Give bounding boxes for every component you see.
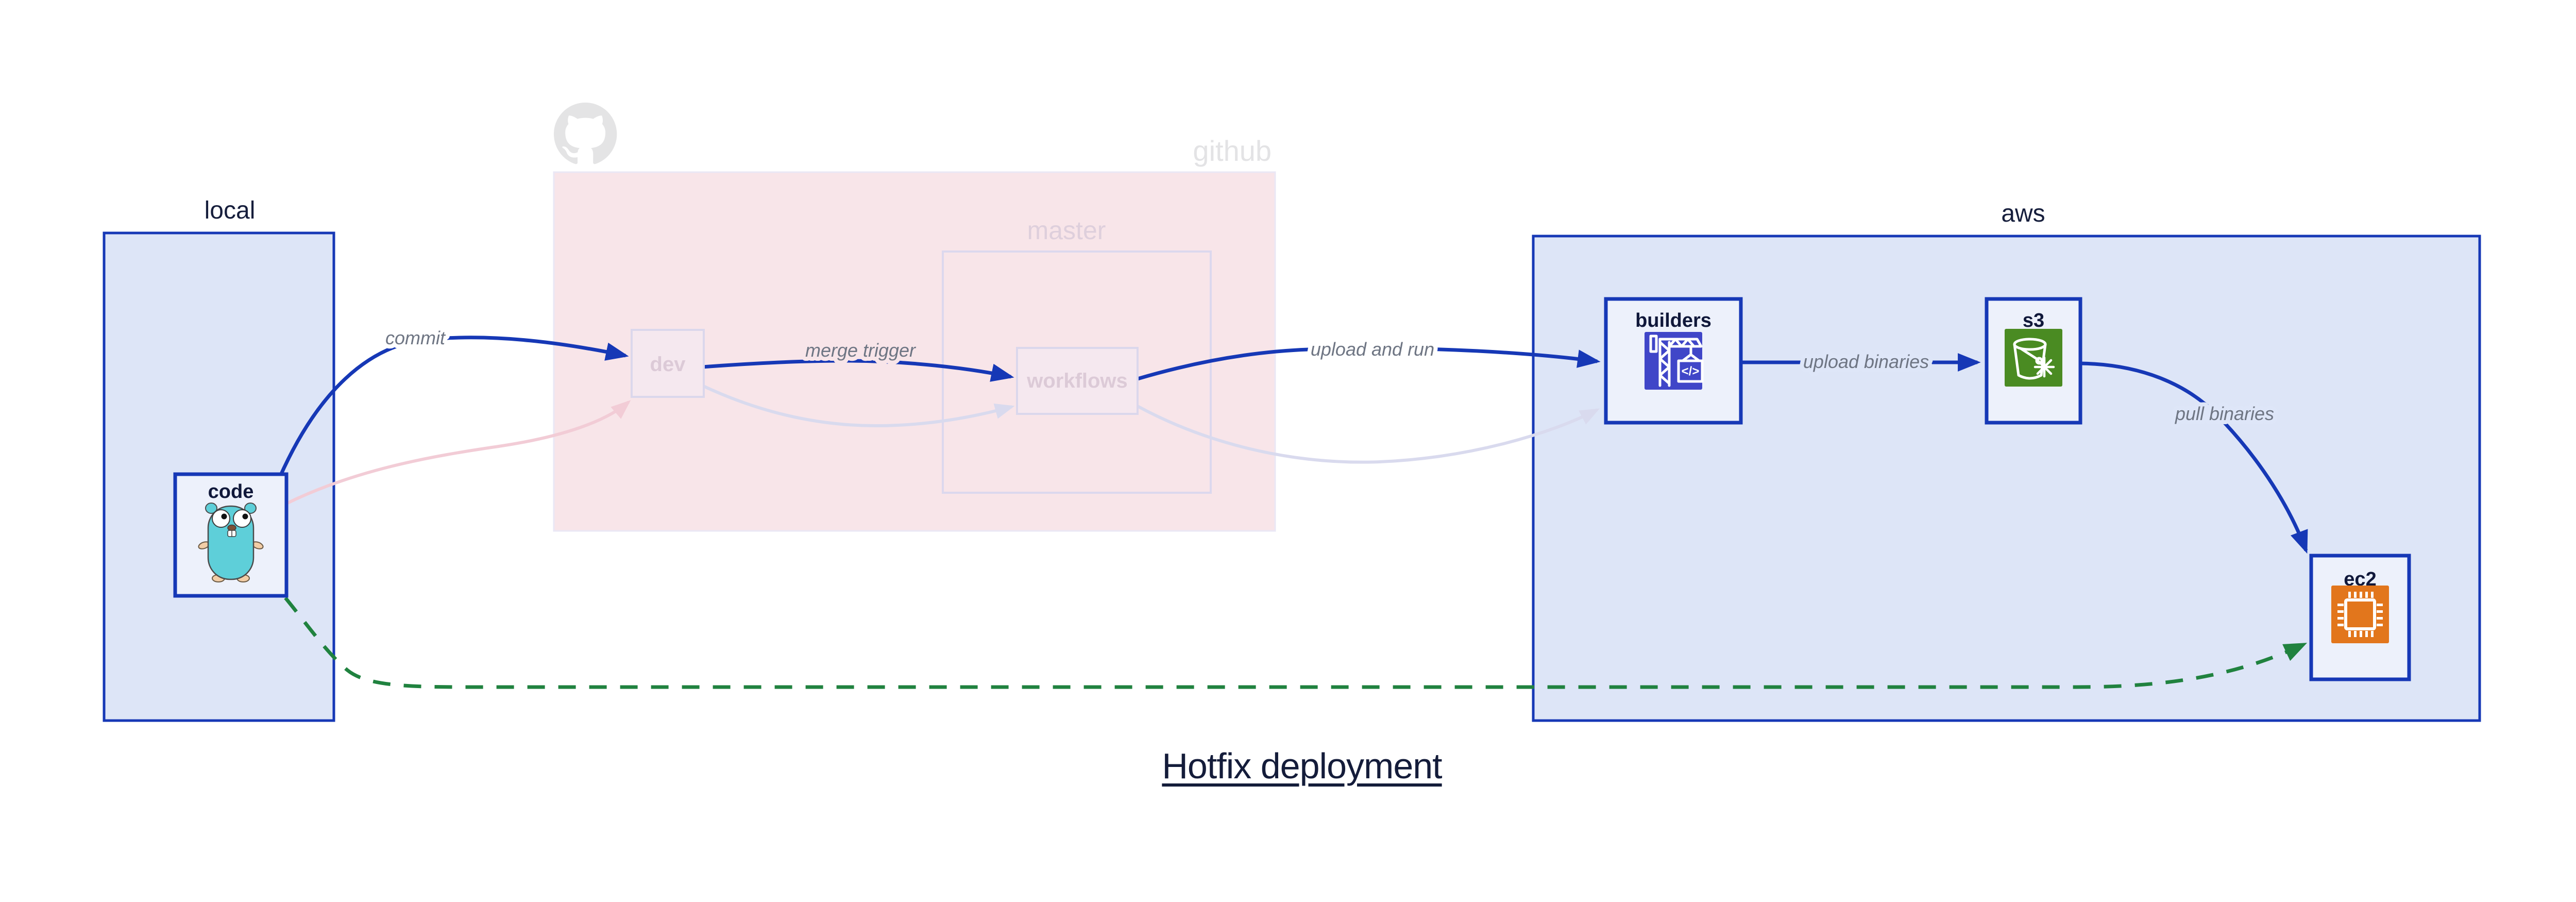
edge-upload-and-run bbox=[1137, 346, 1601, 381]
edge-label-upload-binaries: upload binaries bbox=[1803, 351, 1929, 372]
edge-label-merge-trigger: merge trigger bbox=[805, 340, 917, 361]
edge-merge-trigger bbox=[702, 359, 1014, 382]
node-workflows-label: workflows bbox=[1026, 370, 1128, 392]
edge-workflows-to-builders-faded bbox=[1137, 405, 1600, 464]
edge-label-pull-binaries: pull binaries bbox=[2175, 403, 2274, 424]
edge-pull-binaries bbox=[2080, 361, 2308, 554]
node-workflows: workflows bbox=[1016, 347, 1139, 415]
local-container-label: local bbox=[205, 197, 256, 224]
node-builders-label: builders bbox=[1635, 310, 1711, 331]
s3-bucket-icon bbox=[2005, 329, 2062, 387]
diagram-title: Hotfix deployment bbox=[0, 745, 2576, 787]
go-gopher-icon bbox=[198, 503, 264, 582]
crane-code-glyph: </> bbox=[1682, 364, 1700, 378]
github-container-label: github bbox=[1193, 135, 1272, 167]
crane-icon: </> bbox=[1645, 332, 1704, 390]
edge-commit bbox=[277, 336, 629, 479]
github-octocat-icon bbox=[554, 103, 617, 164]
node-dev: dev bbox=[631, 329, 705, 398]
edge-label-commit: commit bbox=[385, 327, 446, 348]
chip-pins bbox=[2337, 592, 2383, 637]
node-s3-label: s3 bbox=[2023, 310, 2044, 331]
master-branch-label: master bbox=[1027, 216, 1106, 245]
node-code-label: code bbox=[208, 481, 254, 503]
ec2-chip-icon bbox=[2331, 586, 2389, 643]
diagram-title-text: Hotfix deployment bbox=[1162, 746, 1442, 786]
aws-container-label: aws bbox=[2001, 200, 2045, 227]
edge-label-upload-and-run: upload and run bbox=[1311, 339, 1434, 360]
edge-dev-to-workflows-faded bbox=[701, 384, 1015, 428]
snowflake-glyph bbox=[2033, 356, 2055, 378]
edge-hotfix-code-to-ec2 bbox=[284, 596, 2308, 689]
node-code: code bbox=[173, 472, 289, 598]
master-branch-box bbox=[942, 250, 1212, 494]
node-builders: builders </> bbox=[1604, 297, 1743, 425]
edge-code-to-dev-faded bbox=[286, 400, 631, 505]
node-ec2: ec2 bbox=[2309, 554, 2411, 681]
node-s3: s3 bbox=[1985, 297, 2082, 425]
node-dev-label: dev bbox=[650, 353, 686, 376]
